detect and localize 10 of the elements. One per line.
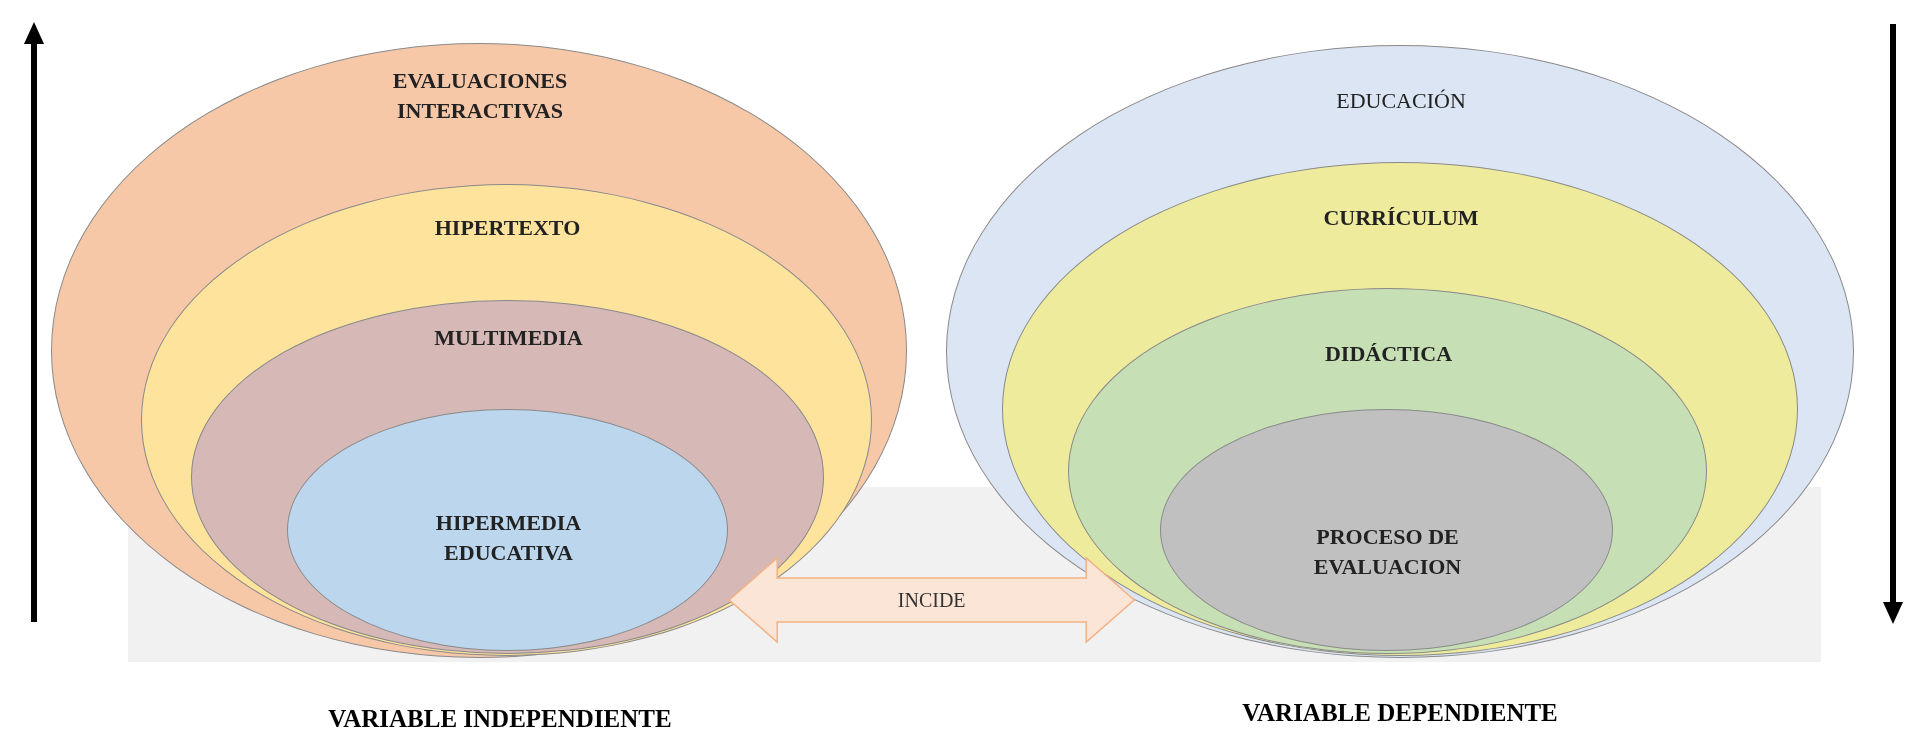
ellipse-label: MULTIMEDIA <box>433 324 584 352</box>
ellipse-label: HIPERMEDIA EDUCATIVA <box>434 509 583 567</box>
ellipse-label: DIDÁCTICA <box>1323 340 1454 368</box>
axis-caption: VARIABLE INDEPENDIENTE <box>327 704 673 734</box>
ellipse-label: PROCESO DE EVALUACION <box>1312 523 1463 581</box>
ellipse-label: EDUCACIÓN <box>1335 87 1467 115</box>
ellipse-label: HIPERTEXTO <box>433 214 582 242</box>
axis-caption: VARIABLE DEPENDIENTE <box>1241 698 1559 728</box>
ellipse-label: CURRÍCULUM <box>1322 204 1480 232</box>
ellipse-label: EVALUACIONES INTERACTIVAS <box>391 67 569 125</box>
